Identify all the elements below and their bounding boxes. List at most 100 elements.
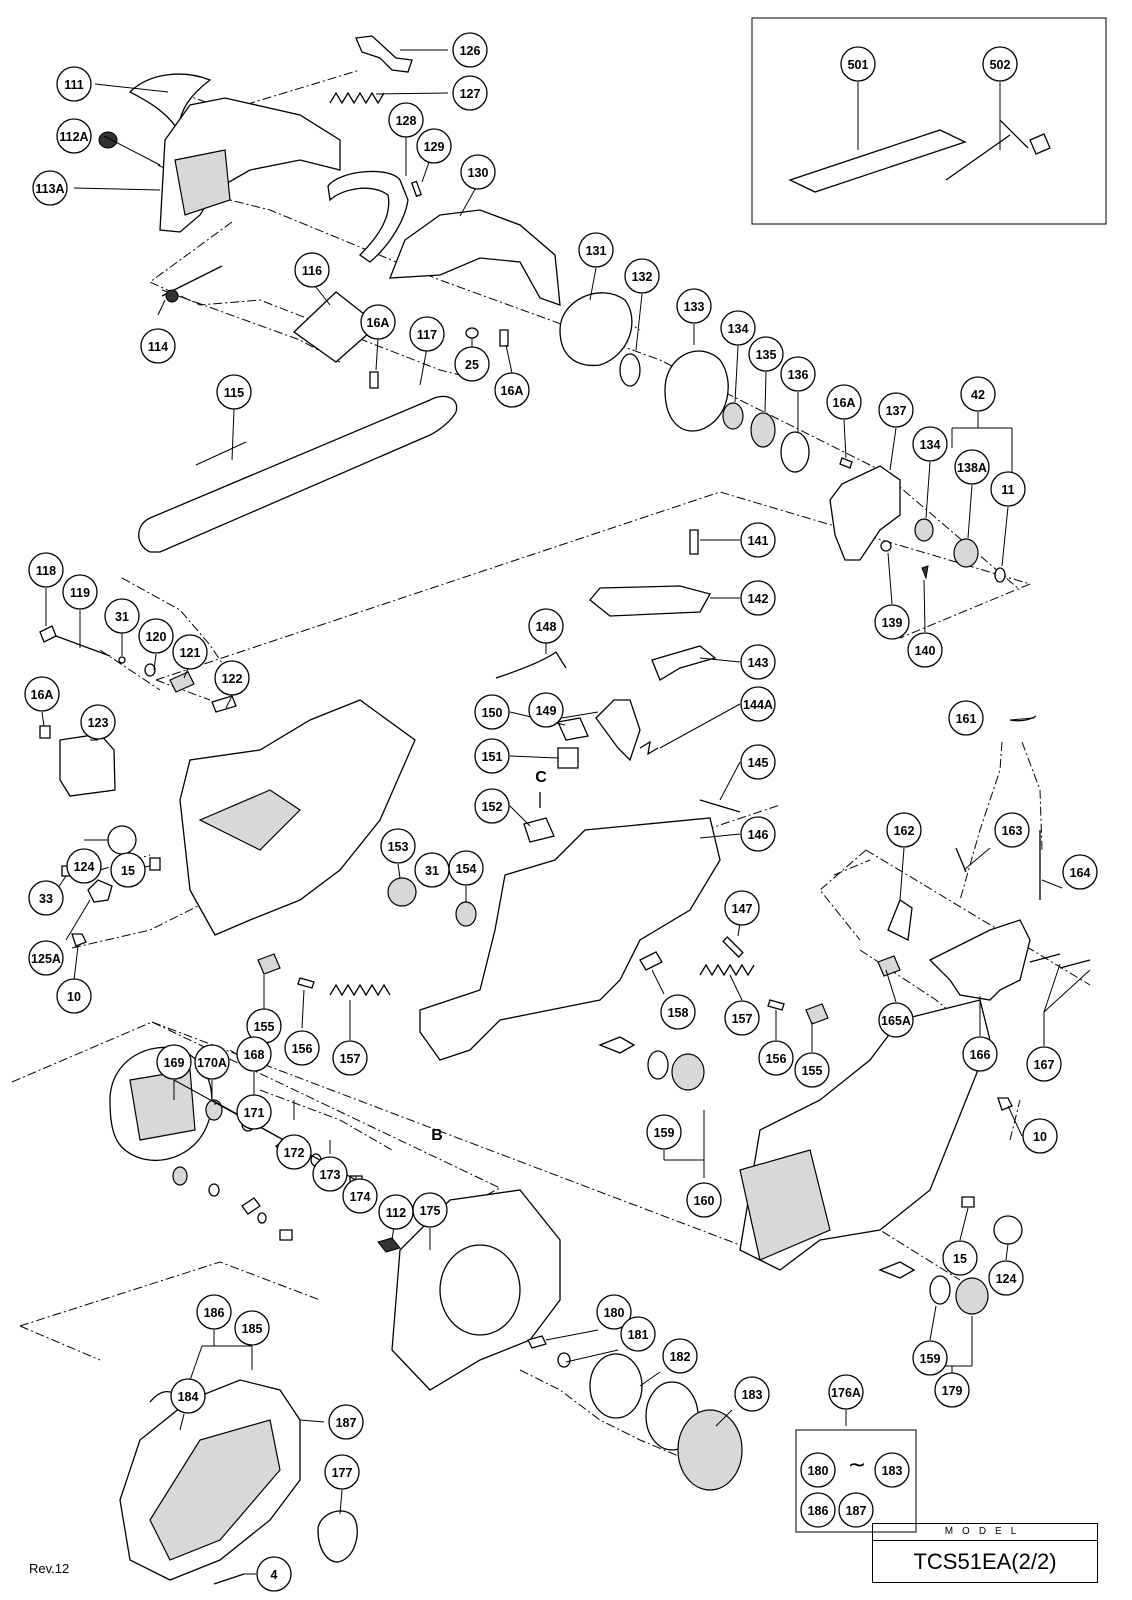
callout-label: 158 — [668, 1006, 689, 1020]
callout-circle — [236, 1094, 272, 1130]
callout-circle — [528, 608, 564, 644]
callout-circle — [740, 816, 776, 852]
callout-circle — [80, 704, 116, 740]
callout-circle — [874, 604, 910, 640]
callout-circle — [734, 1376, 770, 1412]
callout-c161: 161 — [948, 700, 984, 736]
part-117-guide-bar — [138, 395, 458, 553]
callout-circle — [256, 1556, 292, 1592]
callout-label: 10 — [1033, 1130, 1047, 1144]
callout-circle — [56, 118, 92, 154]
callout-label: 159 — [654, 1126, 675, 1140]
callout-c16A_d: 16A — [24, 676, 60, 712]
callout-label: 120 — [146, 630, 167, 644]
callout-circle — [214, 660, 250, 696]
callout-circle — [660, 994, 696, 1030]
callout-circle — [724, 1000, 760, 1036]
callout-label: 112A — [59, 130, 88, 144]
callout-circle — [276, 1134, 312, 1170]
callout-c131: 131 — [578, 232, 614, 268]
callout-circle — [758, 1040, 794, 1076]
callout-c114: 114 — [140, 328, 176, 364]
callout-c145: 145 — [740, 744, 776, 780]
callout-label: 124 — [74, 860, 95, 874]
callout-label: 126 — [460, 44, 481, 58]
callout-label: 121 — [180, 646, 201, 660]
part-131-clutch — [559, 292, 633, 367]
callout-circle — [24, 676, 60, 712]
callout-circle — [236, 1036, 272, 1072]
callout-c10: 10 — [56, 978, 92, 1014]
callout-circle — [912, 1340, 948, 1376]
callout-c175: 175 — [412, 1192, 448, 1228]
callout-c165A: 165A — [878, 1002, 914, 1038]
callout-circle — [620, 1316, 656, 1352]
callout-circle — [740, 522, 776, 558]
kit-tilde: ~ — [848, 1453, 866, 1478]
callout-label: 16A — [31, 688, 54, 702]
callout-c15: 15 — [110, 852, 146, 888]
callout-c140: 140 — [907, 632, 943, 668]
callout-c150: 150 — [474, 694, 510, 730]
callout-label: 170A — [197, 1056, 227, 1070]
callout-label: 186 — [808, 1504, 829, 1518]
callout-circle — [312, 1156, 348, 1192]
callout-circle — [934, 1372, 970, 1408]
callout-c184: 184 — [170, 1378, 206, 1414]
part-123-plate — [59, 733, 116, 797]
callout-c163: 163 — [994, 812, 1030, 848]
callout-label: 128 — [396, 114, 417, 128]
callout-circle — [962, 1036, 998, 1072]
callout-circle — [982, 46, 1018, 82]
callout-label: 183 — [742, 1388, 763, 1402]
callout-label: 147 — [732, 902, 753, 916]
callout-circle — [56, 978, 92, 1014]
callout-c137: 137 — [878, 392, 914, 428]
callout-circle — [324, 1454, 360, 1490]
callout-label: 119 — [70, 586, 90, 600]
callout-c25: 25 — [454, 346, 490, 382]
callout-c147: 147 — [724, 890, 760, 926]
part-137-cover — [829, 465, 901, 561]
callout-label: 114 — [148, 340, 168, 354]
callout-c162: 162 — [886, 812, 922, 848]
callout-k183: 183 — [874, 1452, 910, 1488]
callout-circle — [874, 1452, 910, 1488]
callout-c118: 118 — [28, 552, 64, 588]
callout-c15b: 15 — [942, 1240, 978, 1276]
callout-label: 16A — [833, 396, 856, 410]
callout-label: 122 — [222, 672, 243, 686]
callout-c126: 126 — [452, 32, 488, 68]
callout-label: 123 — [88, 716, 109, 730]
callout-label: 160 — [694, 1194, 715, 1208]
callout-label: 187 — [336, 1416, 357, 1430]
callout-circle — [878, 392, 914, 428]
part-502-wrench — [945, 119, 1051, 181]
part-crankcase-left — [179, 699, 416, 936]
callout-c132: 132 — [624, 258, 660, 294]
callout-circle — [826, 384, 862, 420]
callout-label: 4 — [271, 1568, 278, 1582]
callout-circle — [216, 374, 252, 410]
callout-circle — [66, 848, 102, 884]
callout-circle — [748, 336, 784, 372]
callout-circle — [56, 66, 92, 102]
callout-label: 133 — [684, 300, 705, 314]
callout-label: 146 — [748, 828, 769, 842]
callout-c168: 168 — [236, 1036, 272, 1072]
callout-c42: 42 — [960, 376, 996, 412]
callout-circle — [454, 346, 490, 382]
callout-circle — [196, 1294, 232, 1330]
callout-circle — [800, 1452, 836, 1488]
callout-c167: 167 — [1026, 1046, 1062, 1082]
callout-label: 163 — [1002, 824, 1023, 838]
callout-label: 137 — [886, 404, 907, 418]
callout-circle — [452, 75, 488, 111]
callout-c139: 139 — [874, 604, 910, 640]
callout-c113A: 113A — [32, 170, 68, 206]
callout-c116: 116 — [294, 252, 330, 288]
callout-label: 176A — [831, 1386, 861, 1400]
callout-circle — [332, 1040, 368, 1076]
callout-c186: 186 — [196, 1294, 232, 1330]
